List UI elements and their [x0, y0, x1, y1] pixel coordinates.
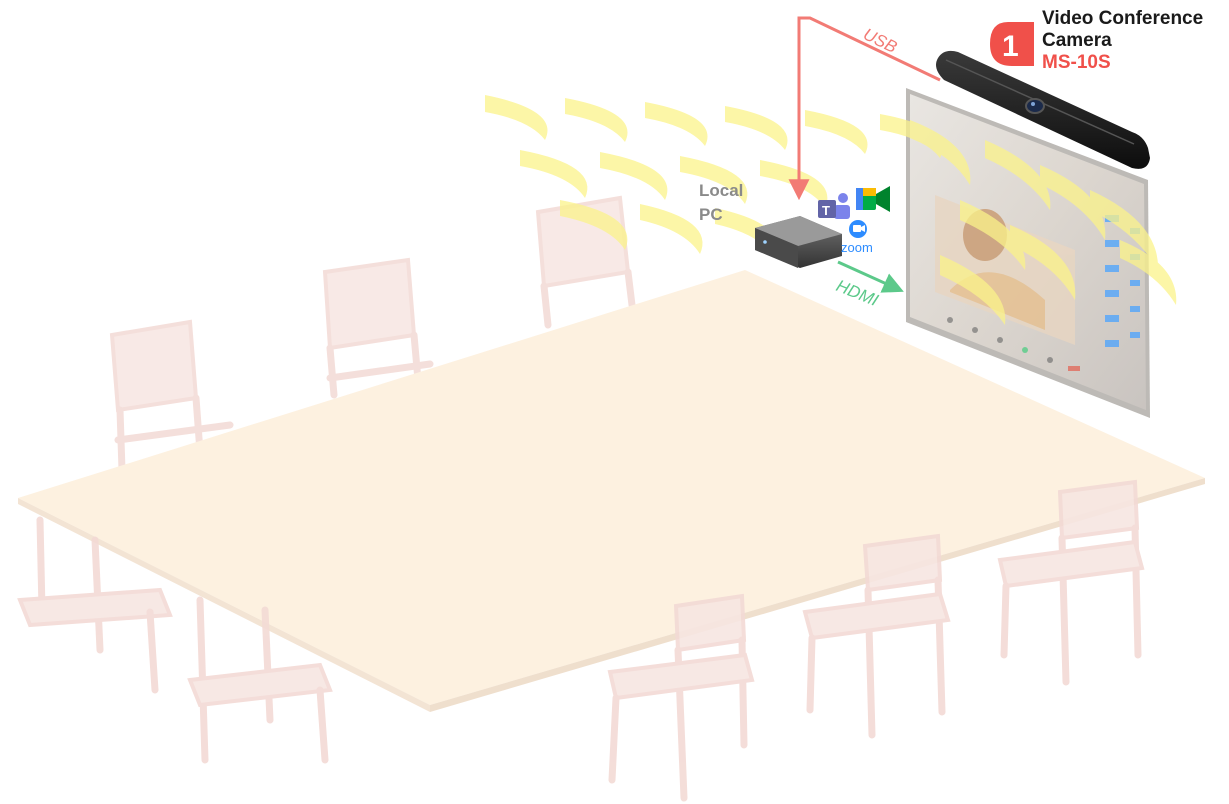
- zoom-label: zoom: [841, 240, 873, 255]
- pc-label-line1: Local: [699, 181, 743, 200]
- badge-number: 1: [1002, 30, 1019, 63]
- zoom-icon: zoom: [841, 220, 873, 255]
- camera-lens: [1026, 99, 1044, 113]
- camera-callout: 1 Video Conference Camera MS-10S: [990, 8, 1203, 73]
- local-pc: [755, 216, 842, 268]
- camera-title-line2: Camera: [1042, 30, 1112, 51]
- pc-label-line2: PC: [699, 205, 723, 224]
- camera-model: MS-10S: [1042, 52, 1111, 73]
- google-meet-icon: [856, 186, 890, 212]
- svg-text:T: T: [822, 203, 830, 218]
- hdmi-connection: HDMI: [834, 262, 900, 310]
- camera-title-line1: Video Conference: [1042, 8, 1203, 29]
- hdmi-label: HDMI: [834, 276, 882, 310]
